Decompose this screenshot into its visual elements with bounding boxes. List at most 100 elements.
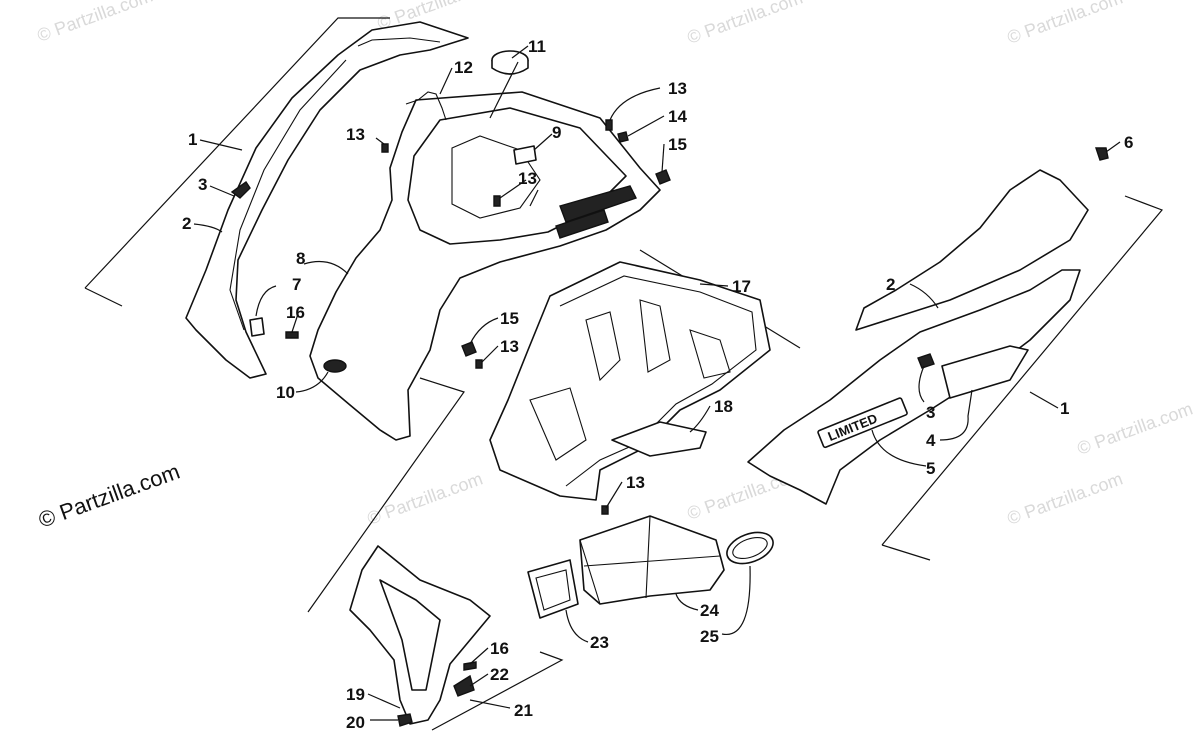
leader-15 <box>661 143 665 173</box>
seal-23-inner <box>535 569 571 611</box>
callout-10: 10 <box>276 383 295 402</box>
screw-13 <box>475 359 483 369</box>
frame-left-hood <box>84 287 123 307</box>
leader-13 <box>481 345 499 363</box>
side-panel-edge <box>229 59 347 331</box>
clamp-25 <box>726 531 774 565</box>
leader-15 <box>469 317 499 345</box>
callout-24: 24 <box>700 601 719 620</box>
clamp-25-inner <box>732 536 768 560</box>
leader-1 <box>199 139 243 151</box>
leader-lines <box>193 45 1121 721</box>
callout-25: 25 <box>700 627 719 646</box>
watermark: © Partzilla.com <box>1075 398 1196 458</box>
leader-16 <box>469 647 489 665</box>
gasket-7 <box>249 317 265 337</box>
callout-13: 13 <box>346 125 365 144</box>
leader-13 <box>529 189 539 207</box>
leader-13 <box>499 179 527 199</box>
leader-3 <box>209 185 235 197</box>
frame-right-hood <box>881 195 1164 546</box>
callout-16: 16 <box>286 303 305 322</box>
grommet-11 <box>491 50 529 75</box>
callout-17: 17 <box>732 277 751 296</box>
callout-7: 7 <box>292 275 301 294</box>
clip-15 <box>461 341 477 357</box>
clip-3 <box>230 181 251 199</box>
frame-left-hood <box>84 17 390 289</box>
boot-24-edge <box>579 515 721 605</box>
callout-14: 14 <box>668 107 687 126</box>
air-box <box>489 261 771 501</box>
wire-harness-12 <box>405 91 447 121</box>
intake-boot <box>527 515 774 619</box>
air-box-rim <box>559 275 757 487</box>
bracket-22 <box>453 674 475 697</box>
callout-23: 23 <box>590 633 609 652</box>
leader-22 <box>469 673 489 687</box>
leader-10 <box>295 371 329 393</box>
decal-4 <box>941 345 1029 399</box>
air-box-rib <box>585 311 621 382</box>
front-hood <box>309 91 661 441</box>
leader-8 <box>303 261 349 275</box>
logo-decal-frame <box>817 397 908 449</box>
callout-16: 16 <box>490 639 509 658</box>
callout-1: 1 <box>1060 399 1069 418</box>
callouts: 1 3 2 8 7 16 10 13 11 12 9 13 13 14 15 1… <box>182 37 1133 732</box>
callout-13: 13 <box>518 169 537 188</box>
watermark: © Partzilla.com <box>35 0 156 46</box>
callout-21: 21 <box>514 701 533 720</box>
frame-lower-duct <box>307 377 465 613</box>
watermark: © Partzilla.com <box>1005 468 1126 528</box>
leader-2 <box>909 283 939 309</box>
callout-1: 1 <box>188 130 197 149</box>
leader-9 <box>533 133 553 151</box>
right-side-panel: LIMITED <box>747 147 1109 505</box>
leader-19 <box>367 693 401 709</box>
callout-15: 15 <box>668 135 687 154</box>
leader-7 <box>255 285 277 317</box>
leader-17 <box>699 283 729 287</box>
callout-22: 22 <box>490 665 509 684</box>
leader-13 <box>375 137 385 145</box>
screw-13 <box>605 119 613 131</box>
hood-vent <box>559 185 637 223</box>
side-panel-edge <box>357 37 441 47</box>
leader-4 <box>939 389 973 441</box>
rivet-16 <box>285 331 299 339</box>
callout-13: 13 <box>626 473 645 492</box>
callout-13: 13 <box>500 337 519 356</box>
nut-14 <box>617 131 629 143</box>
leader-14 <box>627 115 665 137</box>
leader-16 <box>291 313 299 333</box>
foam-18 <box>611 421 707 457</box>
air-box-body <box>489 261 771 501</box>
callout-12: 12 <box>454 58 473 77</box>
air-box-rib <box>689 329 731 379</box>
callout-18: 18 <box>714 397 733 416</box>
leader-2 <box>193 223 223 233</box>
bracket-9 <box>513 145 537 165</box>
leader-1 <box>1029 391 1059 409</box>
screw-13 <box>493 195 501 207</box>
frame-lower-duct <box>431 651 564 731</box>
leader-3 <box>918 365 925 403</box>
hood-inner-contour <box>451 135 541 219</box>
screw-13 <box>381 143 389 153</box>
callout-15: 15 <box>500 309 519 328</box>
leader-12 <box>439 67 453 95</box>
callout-8: 8 <box>296 249 305 268</box>
lower-duct <box>349 545 491 727</box>
callout-9: 9 <box>552 123 561 142</box>
air-box-rib <box>529 387 587 461</box>
leader-6 <box>1105 141 1121 153</box>
leader-18 <box>689 405 711 433</box>
clip-10 <box>323 359 347 373</box>
leader-11 <box>511 45 529 59</box>
leader-11b <box>489 61 519 119</box>
copyright-text: © Partzilla.com <box>35 459 183 533</box>
leader-24 <box>675 593 699 611</box>
